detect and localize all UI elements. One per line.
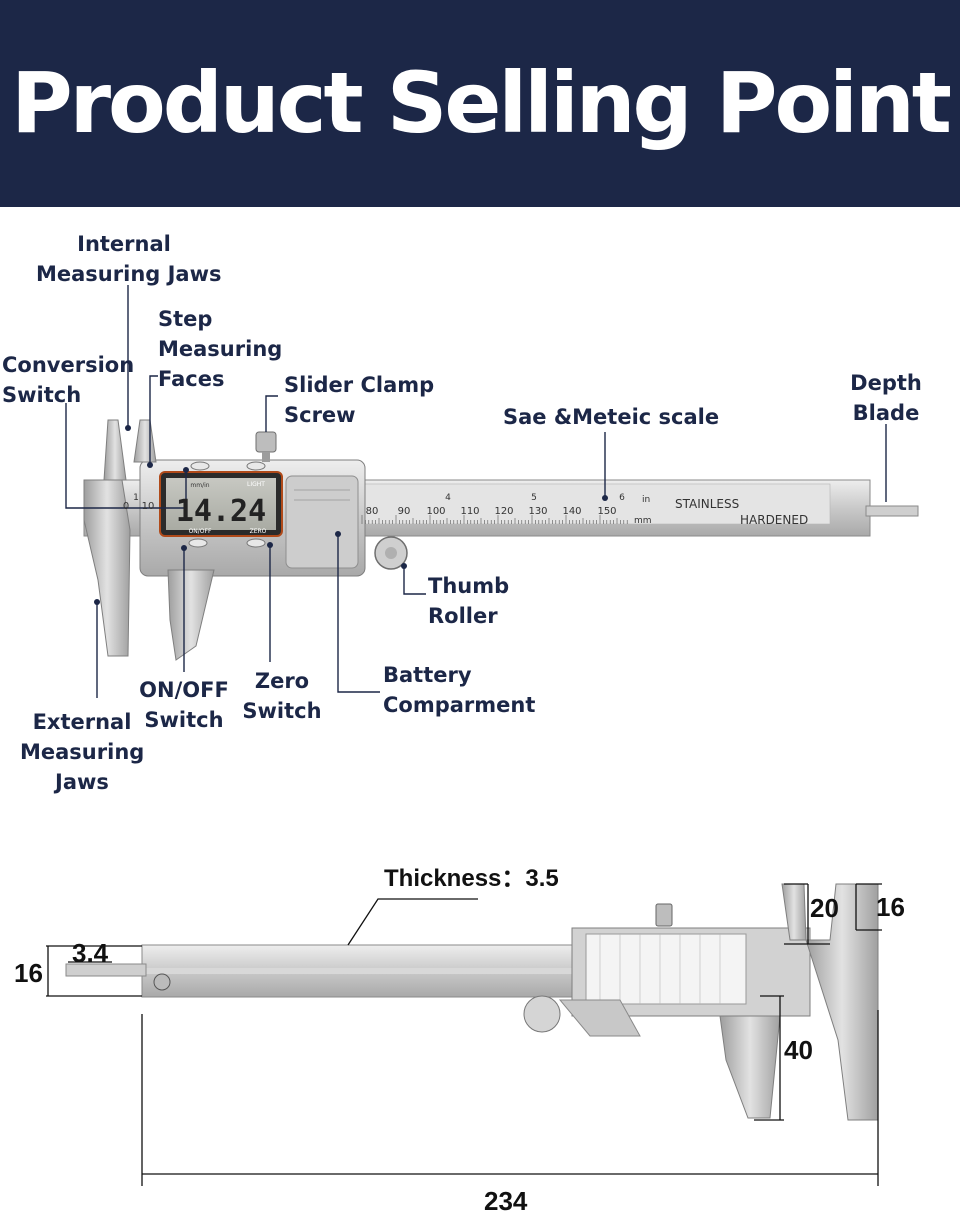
slider-external-jaw xyxy=(167,569,215,661)
scale-strip xyxy=(359,483,831,525)
page-title: Product Selling Point xyxy=(11,54,952,152)
jaw-lower-label: 40 xyxy=(784,1035,813,1065)
scale-ticks xyxy=(361,515,628,524)
jaw-tip-label: 16 xyxy=(876,892,905,922)
label-on-off-switch: ON/OFF Switch xyxy=(139,678,229,732)
stainless-text: STAINLESS xyxy=(675,497,739,511)
in-scale-labels: 1 4 5 6 xyxy=(133,493,625,503)
blade-width-label: 3.4 xyxy=(72,938,109,968)
lcd-screen xyxy=(166,478,276,530)
zero-button xyxy=(246,538,266,548)
leader-conversion-switch xyxy=(65,403,187,509)
side-rivet xyxy=(153,973,171,991)
mm-text: mm xyxy=(634,516,652,526)
mm-scale-label: 90 xyxy=(398,506,411,517)
mm-scale-label: 120 xyxy=(494,506,513,517)
mm-scale-label: 130 xyxy=(528,506,547,517)
leader-slider-clamp xyxy=(265,395,278,432)
title-banner: Product Selling Point xyxy=(0,0,960,207)
mm-scale-labels: 0 10 80 90 100 110 120 130 140 150 xyxy=(123,501,617,517)
label-sae-metric-scale: Sae &Meteic scale xyxy=(503,405,720,429)
zero-text: ZERO xyxy=(250,528,267,535)
blade-height-label: 16 xyxy=(14,958,43,988)
leader-thumb-roller xyxy=(403,566,426,595)
side-slider-jaw xyxy=(719,1015,781,1119)
mm-scale-label: 110 xyxy=(460,506,479,517)
jaw-upper-label: 20 xyxy=(810,893,839,923)
lcd-reading: 14.24 xyxy=(176,494,266,529)
fixed-external-jaw xyxy=(83,479,131,657)
label-depth-blade: Depth Blade xyxy=(850,371,922,425)
battery-compartment-cover xyxy=(285,475,359,569)
unit-button xyxy=(190,461,210,471)
label-internal-measuring-jaws: Internal Measuring Jaws xyxy=(36,232,222,286)
in-scale-label: 6 xyxy=(619,493,625,503)
in-scale-label: 4 xyxy=(445,493,451,503)
in-scale-label: 5 xyxy=(531,493,537,503)
thickness-leader xyxy=(347,898,478,946)
hardened-text: HARDENED xyxy=(740,513,808,527)
side-fixed-jaw xyxy=(805,883,879,1121)
side-slider-lip xyxy=(558,999,641,1037)
label-conversion-switch: Conversion Switch xyxy=(2,353,135,407)
leader-step-faces xyxy=(149,375,158,465)
overall-length-label: 234 xyxy=(484,1186,528,1216)
light-button xyxy=(246,461,266,471)
mm-scale-label: 80 xyxy=(366,506,379,517)
label-thumb-roller: Thumb Roller xyxy=(428,574,510,628)
leader-battery xyxy=(337,534,380,693)
label-external-measuring-jaws: External Measuring Jaws xyxy=(20,710,145,794)
label-battery-compartment: Battery Comparment xyxy=(383,663,536,717)
on-off-text: ON/OFF xyxy=(189,528,212,535)
depth-blade xyxy=(865,505,919,517)
spec-label xyxy=(585,933,747,1005)
fixed-internal-jaw xyxy=(103,419,127,481)
label-zero-switch: Zero Switch xyxy=(242,669,322,723)
mm-scale-label: 100 xyxy=(426,506,445,517)
side-depth-blade xyxy=(65,963,147,977)
light-text: LIGHT xyxy=(247,481,265,488)
label-step-measuring-faces: Step Measuring Faces xyxy=(158,307,283,391)
in-scale-label: 1 xyxy=(133,493,139,503)
lcd-unit: mm/in xyxy=(190,482,209,489)
side-thumb-roller xyxy=(523,995,561,1033)
thickness-label: Thickness：3.5 xyxy=(384,865,559,892)
on-off-button xyxy=(188,538,208,548)
in-text: in xyxy=(642,495,650,505)
mm-scale-label: 10 xyxy=(142,501,155,512)
mm-scale-label: 140 xyxy=(562,506,581,517)
mm-scale-label: 0 xyxy=(123,501,129,512)
mm-scale-label: 150 xyxy=(597,506,616,517)
label-slider-clamp-screw: Slider Clamp Screw xyxy=(284,373,435,427)
side-clamp-screw xyxy=(655,903,673,927)
